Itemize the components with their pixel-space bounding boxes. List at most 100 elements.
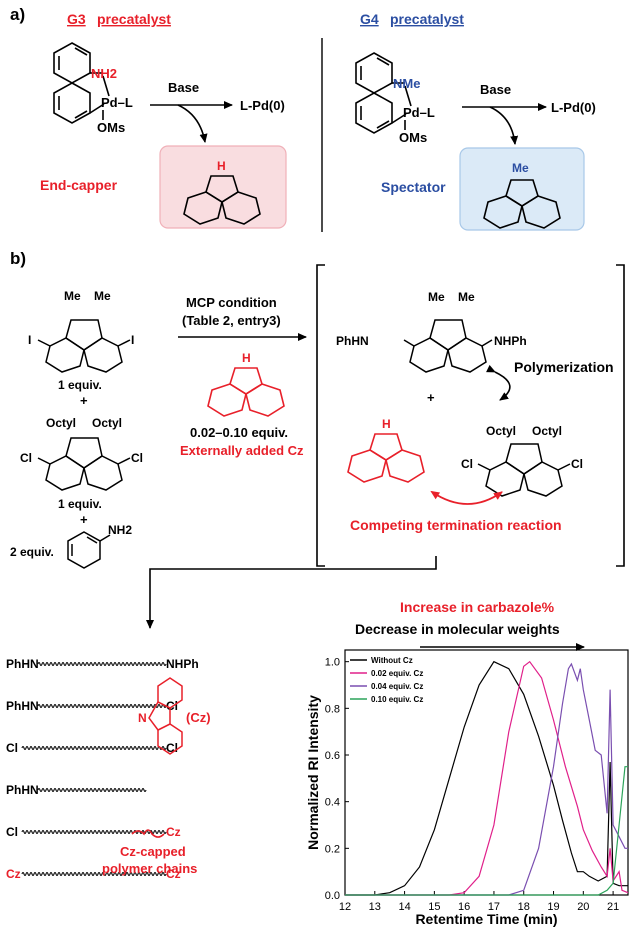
g3-pd: Pd–L [101,95,133,110]
x-tick-label: 12 [339,901,351,913]
chain-end-left: PhHN [6,657,39,671]
plus-1: + [80,393,88,408]
legend-label: 0.10 equiv. Cz [371,695,423,704]
x-tick-label: 19 [547,901,559,913]
chain-end-right: Cz [166,825,181,839]
g4-title: precatalyst [390,11,464,27]
polymerization-arrow [486,364,511,401]
condition-1: MCP condition [186,295,277,310]
carbazole-h: H [217,159,226,173]
carbazole-box [159,145,287,229]
x-tick-label: 14 [398,901,410,913]
dichloro-cl-left: Cl [20,451,32,465]
aniline-amount: 2 equiv. [10,545,54,559]
cz-amount: 0.02–0.10 equiv. [190,425,288,440]
chain-row: Cl Cz [6,825,181,839]
x-tick-label: 18 [518,901,530,913]
x-tick-label: 20 [577,901,589,913]
g3-base: Base [168,80,199,95]
g4-precatalyst-structure [355,52,412,134]
dichloro-octyl-2: Octyl [92,416,122,430]
legend-label: Without Cz [371,656,413,665]
y-tick-label: 0.6 [325,750,340,762]
g3-title: precatalyst [97,11,171,27]
chain-backbone [37,787,147,793]
diiodo-me2: Me [94,289,111,303]
chain-backbone [37,661,167,667]
chain-backbone [21,871,167,877]
series-line [345,766,628,896]
dichloro-octyl-1: Octyl [46,416,76,430]
g4-pd: Pd–L [403,105,435,120]
chain-end-left: Cz [6,867,21,881]
diamine-structure [403,319,493,373]
diamine-me2: Me [458,290,475,304]
series-line [345,662,628,896]
chain-end-left: Cl [6,741,18,755]
n-methyl-label: Me [512,161,529,175]
competing-label: Competing termination reaction [350,517,562,533]
chain-end-left: Cl [6,825,18,839]
capped-line2: polymer chains [102,861,197,876]
dichloro-amount: 1 equiv. [58,497,102,511]
products-arrow [146,556,437,629]
chain-row: PhHN [6,783,147,797]
x-tick-label: 17 [488,901,500,913]
aniline-structure [67,531,111,569]
bracket-right [616,264,625,567]
diiodo-i-right: I [131,333,134,347]
y-axis-label: Normalized RI Intensity [305,695,321,850]
carbazole-structure-a [183,175,261,225]
g3-role: End-capper [40,177,118,193]
capped-line1: Cz-capped [120,844,186,859]
trend-2: Decrease in molecular weights [355,621,560,637]
series-line [345,660,629,896]
cz-pendant-structure [148,677,183,755]
carbazole-c-h: H [382,417,391,431]
x-axis-label: Retentime Time (min) [415,911,557,927]
g4-nme: NMe [393,76,420,91]
dichlorofluorene-structure [37,437,131,491]
x-tick-label: 16 [458,901,470,913]
carbazole-structure-b [207,367,285,417]
carbazole-structure-c [347,433,425,483]
aniline-nh2: NH2 [108,523,132,537]
chain-backbone [21,745,167,751]
carbazole-b-h: H [242,351,251,365]
dichloro2-cl-left: Cl [461,457,473,471]
diiodofluorene-structure [37,319,131,373]
trend-1: Increase in carbazole% [400,599,555,615]
panel-b-label: b) [10,249,26,268]
legend-label: 0.02 equiv. Cz [371,669,423,678]
chain-backbone [37,703,167,709]
panel-a-label: a) [10,5,25,24]
chain-end-right: Cz [166,867,181,881]
g4-oms: OMs [399,130,427,145]
y-tick-label: 0.4 [325,797,340,809]
n-methylcarbazole-structure [483,179,561,229]
dichloro2-cl-right: Cl [571,457,583,471]
plus-3: + [427,390,435,405]
x-tick-label: 13 [369,901,381,913]
g4-role: Spectator [381,179,446,195]
g4-curved-arrow [489,106,519,145]
polymerization-label: Polymerization [514,359,614,375]
g4-base: Base [480,82,511,97]
chain-end-left: PhHN [6,699,39,713]
g3-curved-arrow [177,104,208,143]
diiodo-amount: 1 equiv. [58,378,102,392]
cz-capped-brace [131,829,165,838]
chain-end-left: PhHN [6,783,39,797]
plus-2: + [80,512,88,527]
n-methylcarbazole-box [459,147,585,231]
g3-product: L-Pd(0) [240,98,285,113]
chain-row: Cz Cz [6,867,181,881]
g3-oms: OMs [97,120,125,135]
competing-arrow [430,490,503,505]
cz-tag: (Cz) [186,710,211,725]
legend-label: 0.04 equiv. Cz [371,682,423,691]
